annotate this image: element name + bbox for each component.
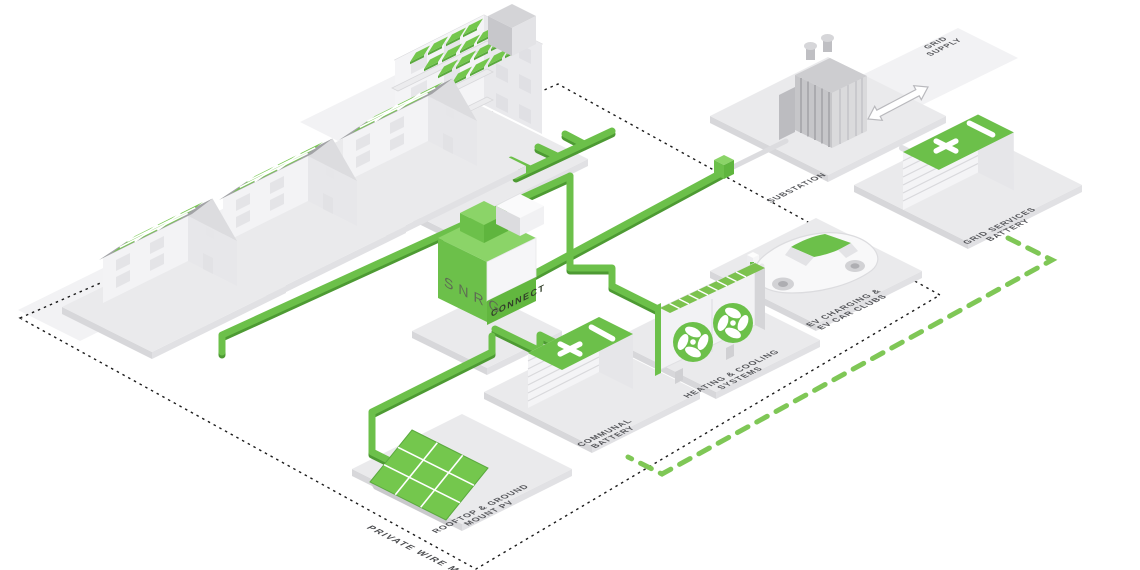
pipe-hub-distribution <box>566 172 672 318</box>
pipe-houses-trunk <box>218 172 574 356</box>
grid-services-battery-unit <box>902 114 1014 210</box>
ev-car-roof <box>791 234 851 257</box>
battery-plus-minus-icon <box>933 120 996 154</box>
pipe-to-pv <box>368 332 496 469</box>
grid-junction-box <box>714 155 734 179</box>
grid-services-dashed-link <box>625 235 1058 477</box>
fan-icon <box>713 303 753 343</box>
communal-battery-unit <box>527 317 633 408</box>
ground-pv-array <box>369 429 489 527</box>
snrg-connect-hub: SNRG CONNECT <box>438 194 545 325</box>
fan-icon <box>673 322 713 362</box>
pipe-to-substation <box>506 168 727 291</box>
substation-transformer <box>779 34 867 148</box>
substation-label: SUBSTATION <box>764 171 829 204</box>
pipe-network <box>218 127 754 472</box>
connect-band <box>487 277 536 325</box>
grid-supply-arrow-icon <box>867 85 929 121</box>
heating-cooling-unit <box>655 262 765 384</box>
battery-plus-minus-icon <box>557 324 616 357</box>
